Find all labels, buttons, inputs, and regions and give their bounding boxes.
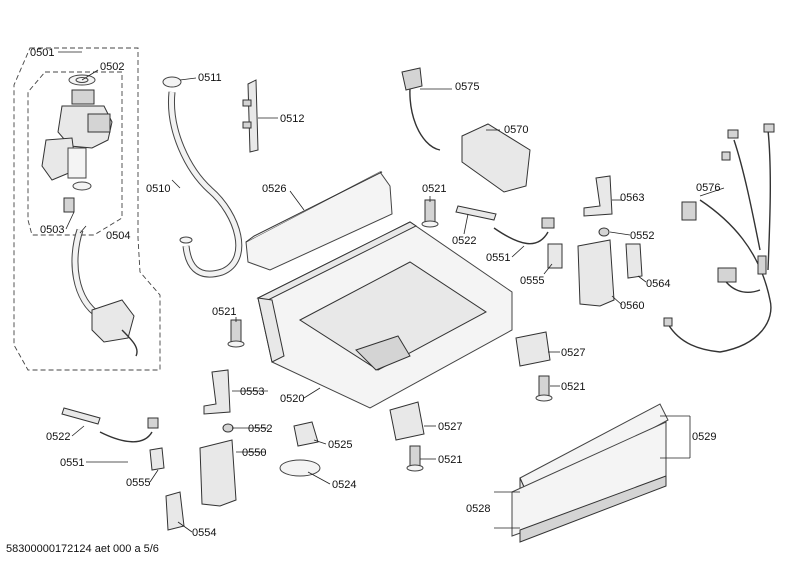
label-0510: 0510 xyxy=(146,183,170,195)
hose-clamp xyxy=(162,76,193,244)
float-rod-upper xyxy=(455,205,497,221)
control-module xyxy=(461,123,531,193)
label-0501: 0501 xyxy=(30,47,54,59)
label-0553: 0553 xyxy=(240,386,264,398)
label-0511: 0511 xyxy=(198,72,222,84)
label-0502: 0502 xyxy=(100,61,124,73)
valve-outlet-connector xyxy=(91,299,138,357)
label-0552-right: 0552 xyxy=(630,230,654,242)
label-0521-bottom: 0521 xyxy=(438,454,462,466)
disc-0524 xyxy=(279,459,321,477)
label-0554: 0554 xyxy=(192,527,216,539)
label-0555-right: 0555 xyxy=(520,275,544,287)
base-tub xyxy=(256,221,513,409)
label-0521-top: 0521 xyxy=(422,183,446,195)
document-footer: 58300000172124 aet 000 a 5/6 xyxy=(6,543,159,555)
label-0555-left: 0555 xyxy=(126,477,150,489)
pressure-switch-0564 xyxy=(625,243,643,279)
assembly-0501-outline xyxy=(13,47,161,371)
label-0551-left: 0551 xyxy=(60,457,84,469)
corner-piece-upper xyxy=(515,331,551,367)
float-rod-lower xyxy=(61,407,101,425)
label-0520: 0520 xyxy=(280,393,304,405)
bracket-0550 xyxy=(199,439,237,507)
foot-0521-top xyxy=(421,199,439,228)
label-0504: 0504 xyxy=(106,230,130,242)
foot-0521-left xyxy=(227,319,245,348)
base-cover xyxy=(245,171,393,271)
label-0522-right: 0522 xyxy=(452,235,476,247)
bracket-0553 xyxy=(203,369,231,415)
label-0575: 0575 xyxy=(455,81,479,93)
diverter-0525 xyxy=(293,421,319,447)
wiring-harness xyxy=(663,123,775,353)
label-0551-right: 0551 xyxy=(486,252,510,264)
label-0570: 0570 xyxy=(504,124,528,136)
corner-piece-lower xyxy=(389,401,425,441)
part-labels: 0501 0502 0503 0504 0511 0510 0512 0526 … xyxy=(30,47,720,539)
label-0503: 0503 xyxy=(40,224,64,236)
hose-holder-bracket xyxy=(242,79,259,153)
label-0576: 0576 xyxy=(696,182,720,194)
aquastop-valve xyxy=(41,74,113,213)
label-0512: 0512 xyxy=(280,113,304,125)
label-0560: 0560 xyxy=(620,300,644,312)
label-0550: 0550 xyxy=(242,447,266,459)
label-0521-right: 0521 xyxy=(561,381,585,393)
label-0526: 0526 xyxy=(262,183,286,195)
label-0552-left: 0552 xyxy=(248,423,272,435)
leader-lines xyxy=(58,51,725,533)
label-0528: 0528 xyxy=(466,503,490,515)
bracket-0560 xyxy=(577,239,615,307)
label-0527-lower: 0527 xyxy=(438,421,462,433)
label-0522-left: 0522 xyxy=(46,431,70,443)
label-0524: 0524 xyxy=(332,479,356,491)
label-0521-left: 0521 xyxy=(212,306,236,318)
foot-0521-right xyxy=(535,375,553,402)
label-0529: 0529 xyxy=(692,431,716,443)
label-0564: 0564 xyxy=(646,278,670,290)
bracket-0563 xyxy=(583,175,613,217)
foot-0521-bottom xyxy=(406,445,424,472)
label-0527-upper: 0527 xyxy=(561,347,585,359)
label-0563: 0563 xyxy=(620,192,644,204)
label-0525: 0525 xyxy=(328,439,352,451)
